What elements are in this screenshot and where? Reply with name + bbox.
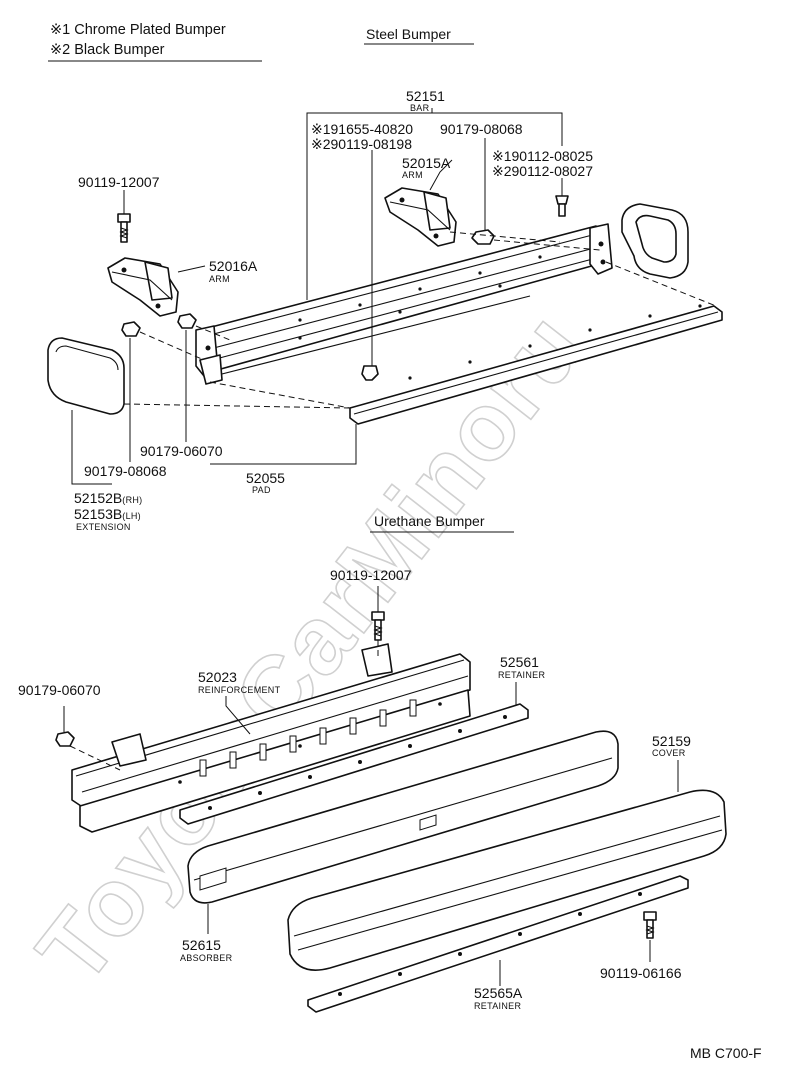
label-52023: 52023 [198, 669, 237, 685]
label-90119-12007-top: 90119-12007 [78, 174, 160, 190]
label-52159: 52159 [652, 733, 691, 749]
label-90179-08068-top: 90179-08068 [440, 121, 523, 137]
label-190112-08025: ※190112-08025 [492, 148, 593, 164]
label-90179-08068-bottom: 90179-08068 [84, 463, 167, 479]
label-52015a-name: ARM [402, 170, 423, 180]
label-90119-06166: 90119-06166 [600, 965, 682, 981]
nut-90179-08068-bottom-drawing [121, 321, 141, 337]
label-52159-name: COVER [652, 748, 686, 758]
figure-code: MB C700-F [690, 1045, 762, 1061]
pad-52055-drawing [349, 304, 723, 425]
label-52015a: 52015A [402, 155, 451, 171]
legend-black: ※2 Black Bumper [50, 42, 165, 58]
label-52615: 52615 [182, 937, 221, 953]
bolt-90119-12007-top-drawing [117, 213, 131, 243]
label-90179-06070-top: 90179-06070 [140, 443, 223, 459]
section-title-urethane-bumper: Urethane Bumper [374, 513, 485, 529]
label-52023-name: REINFORCEMENT [198, 685, 281, 695]
label-191655-40820: ※191655-40820 [311, 121, 413, 137]
label-52151: 52151 [406, 88, 445, 104]
bolt-90119-06166-drawing [643, 911, 657, 939]
retainer-52561-drawing [179, 703, 529, 825]
label-90179-06070-bottom: 90179-06070 [18, 682, 101, 698]
label-52561: 52561 [500, 654, 539, 670]
legend-chrome-plated: ※1 Chrome Plated Bumper [50, 22, 226, 38]
label-52561-name: RETAINER [498, 670, 545, 680]
label-52055-name: PAD [252, 485, 271, 495]
label-52016a: 52016A [209, 258, 258, 274]
label-52153b-name: EXTENSION [76, 522, 131, 532]
retainer-52565a-drawing [307, 875, 689, 1013]
section-title-steel-bumper: Steel Bumper [366, 26, 451, 42]
bolt-290119-08198-drawing [361, 365, 379, 381]
arm-52016a-drawing [107, 257, 179, 317]
reinforcement-52023-drawing [71, 643, 471, 833]
label-52151-name: BAR [410, 103, 430, 113]
nut-90179-08068-top-drawing [471, 229, 495, 245]
extension-left-drawing [47, 337, 125, 415]
nut-90179-06070-bottom-drawing [55, 731, 75, 747]
nut-90179-06070-top-drawing [177, 313, 197, 329]
bolt-190112-08025-drawing [555, 195, 569, 217]
absorber-52615-drawing [187, 730, 619, 904]
label-90119-12007-bottom: 90119-12007 [330, 567, 412, 583]
label-52152b: 52152B(RH) [74, 490, 142, 506]
steel-leader-lines [71, 108, 717, 485]
label-52615-name: ABSORBER [180, 953, 233, 963]
label-52565a-name: RETAINER [474, 1001, 521, 1011]
extension-right-drawing [621, 203, 689, 279]
label-290112-08027: ※290112-08027 [492, 163, 593, 179]
arm-52015a-drawing [384, 187, 457, 247]
label-52016a-name: ARM [209, 274, 230, 284]
urethane-leader-lines [63, 586, 679, 986]
cover-52159-drawing [287, 789, 727, 971]
label-52055: 52055 [246, 470, 285, 486]
label-290119-08198: ※290119-08198 [311, 136, 412, 152]
legend: ※1 Chrome Plated Bumper ※2 Black Bumper [48, 22, 262, 62]
label-52565a: 52565A [474, 985, 523, 1001]
bar-52151-drawing [195, 223, 613, 385]
label-52153b: 52153B(LH) [74, 506, 141, 522]
